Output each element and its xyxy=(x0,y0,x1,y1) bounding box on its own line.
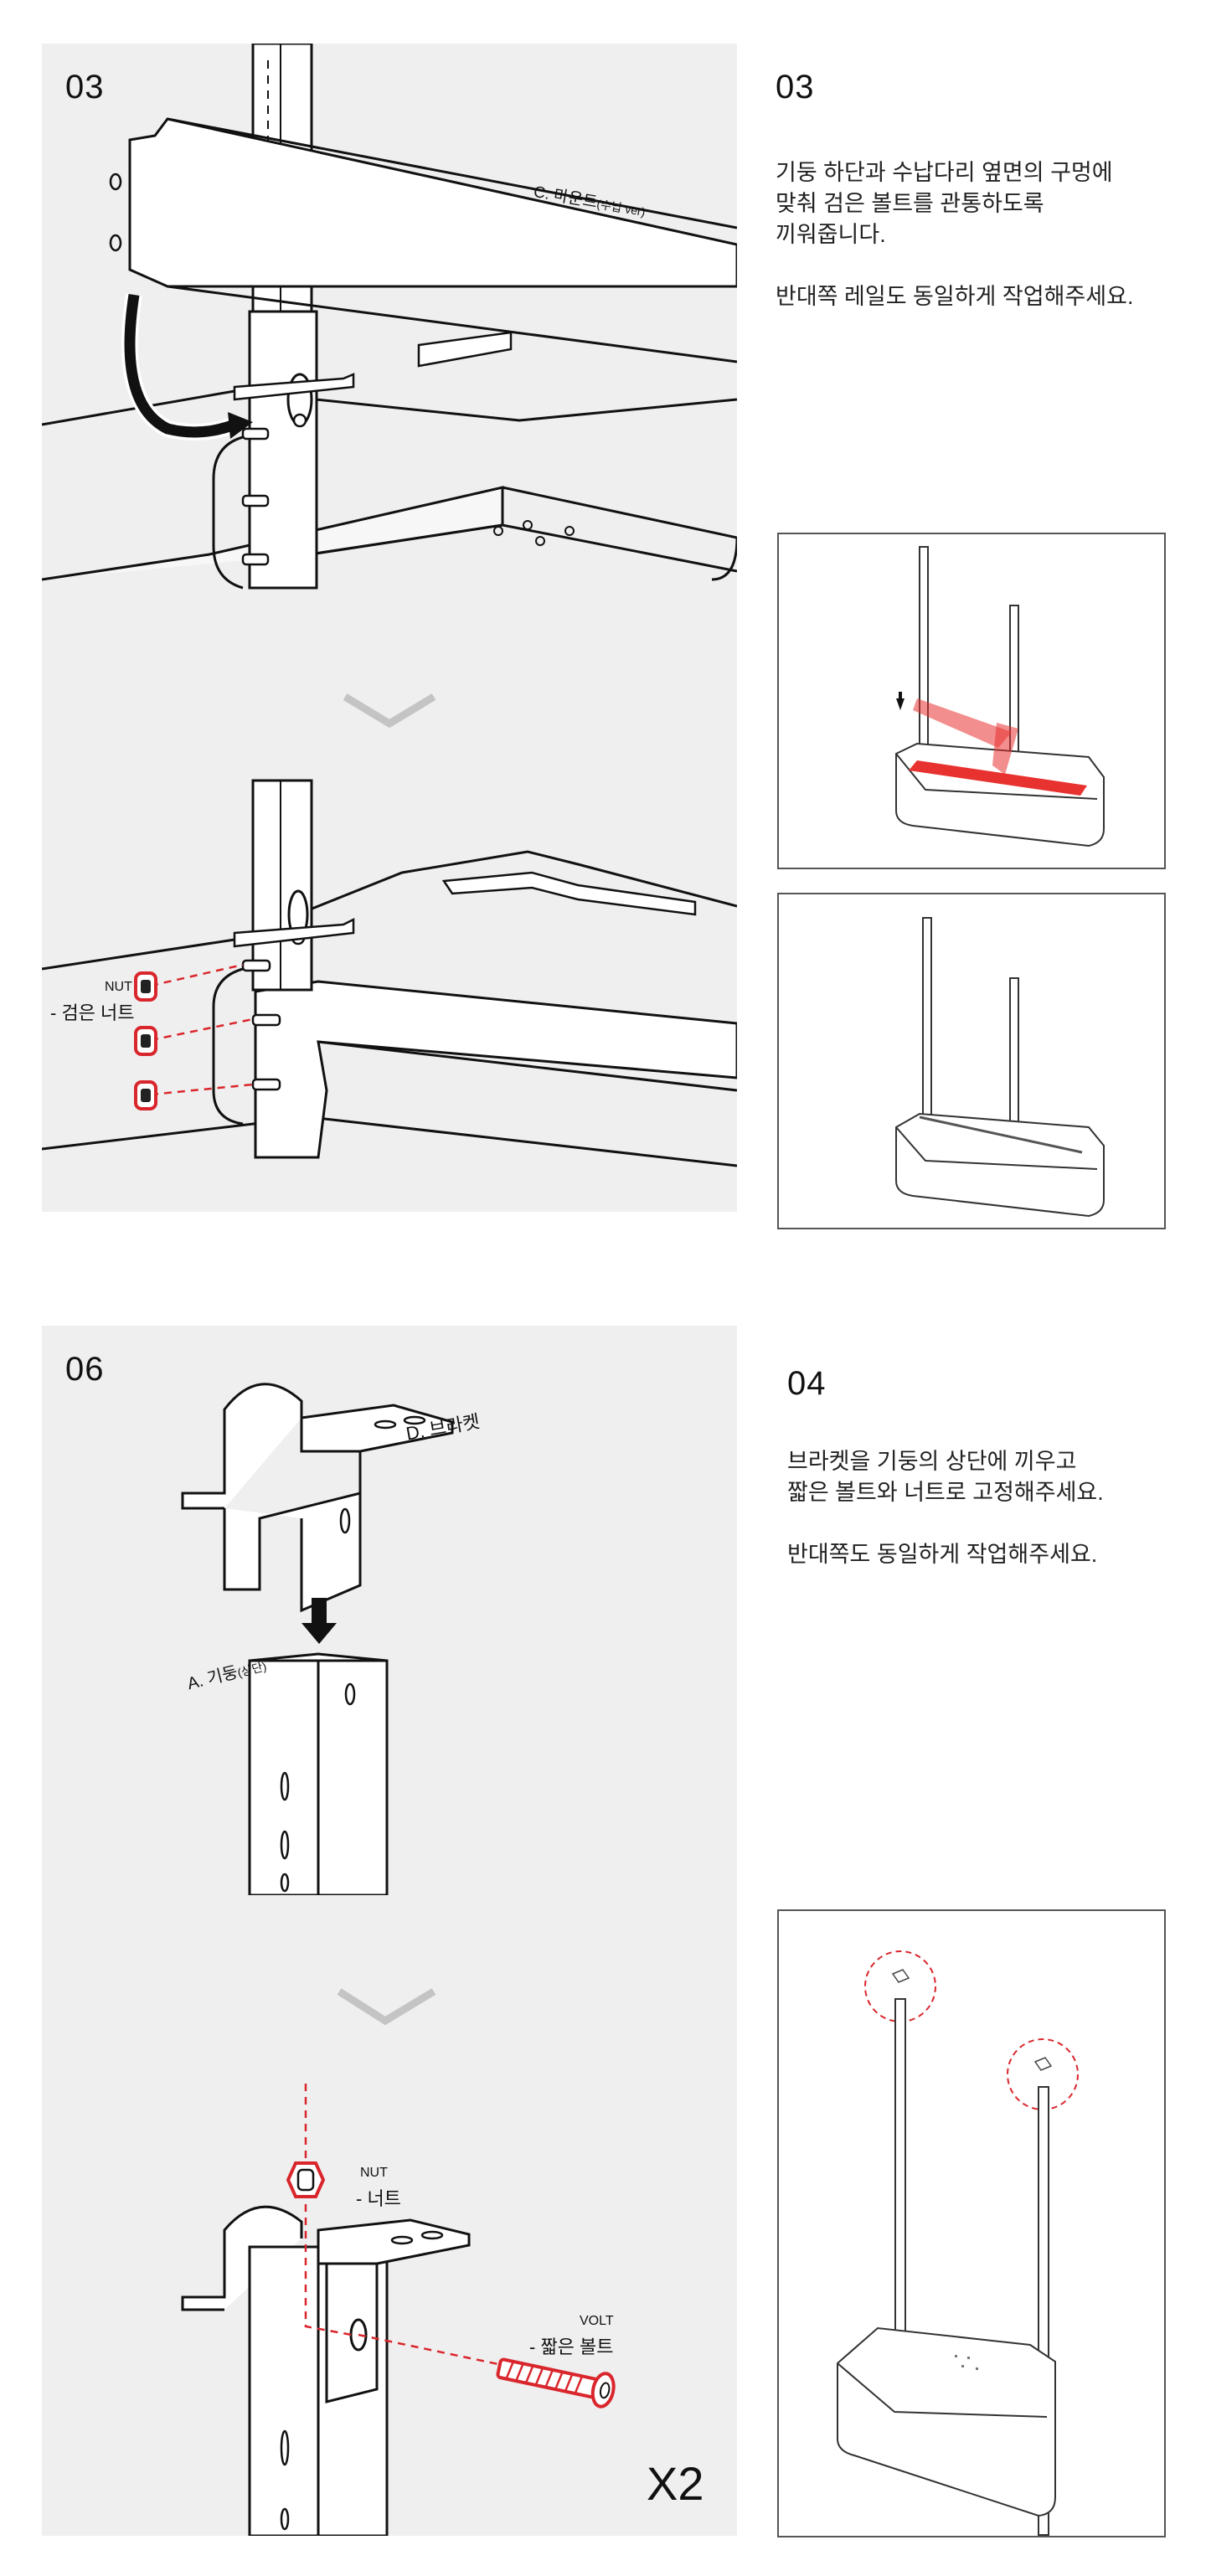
nut-icon xyxy=(134,971,157,1110)
step-03-illustration xyxy=(42,44,737,1195)
chevron-down-icon xyxy=(343,693,436,729)
volt-label-en: VOLT xyxy=(580,2314,614,2328)
step-06-illustration xyxy=(42,1383,737,2536)
nut-label-en: NUT xyxy=(105,980,132,994)
step-title: 03 xyxy=(776,69,815,106)
overview-image-after xyxy=(777,893,1166,1229)
chevron-down-icon xyxy=(337,1988,436,2026)
step-description: 브라켓을 기둥의 상단에 끼우고 짧은 볼트와 너트로 고정해주세요. 반대쪽도… xyxy=(787,1446,1104,1601)
overview-image-bracket xyxy=(777,1909,1166,2537)
nut-label-kr: - 너트 xyxy=(356,2188,401,2209)
overview-image-before xyxy=(777,533,1166,869)
panel-step-number: 03 xyxy=(65,69,105,106)
nut-label-kr: - 검은 너트 xyxy=(50,1002,135,1023)
arrow-down-icon xyxy=(302,1598,337,1644)
panel-step-number: 06 xyxy=(65,1351,105,1388)
step-06-illustration-panel: 06 D. 브라켓 A. 기둥(상단) NUT - 너트 VOLT - 짧은 볼… xyxy=(42,1326,737,2536)
step-title: 04 xyxy=(787,1365,827,1402)
step-03-illustration-panel: 03 C. 마운트(수납 ver) NUT - 검은 너트 xyxy=(42,44,737,1212)
step-description: 기둥 하단과 수납다리 옆면의 구멍에 맞춰 검은 볼트를 관통하도록 끼워줍니… xyxy=(776,157,1133,343)
volt-label-kr: - 짧은 볼트 xyxy=(529,2336,614,2357)
bolt-icon xyxy=(496,2357,616,2409)
step-note: 반대쪽 레일도 동일하게 작업해주세요. xyxy=(776,284,1134,309)
nut-icon xyxy=(286,2161,326,2198)
nut-label-en: NUT xyxy=(360,2166,388,2180)
quantity-multiplier: X2 xyxy=(647,2457,704,2510)
step-note: 반대쪽도 동일하게 작업해주세요. xyxy=(787,1542,1098,1567)
